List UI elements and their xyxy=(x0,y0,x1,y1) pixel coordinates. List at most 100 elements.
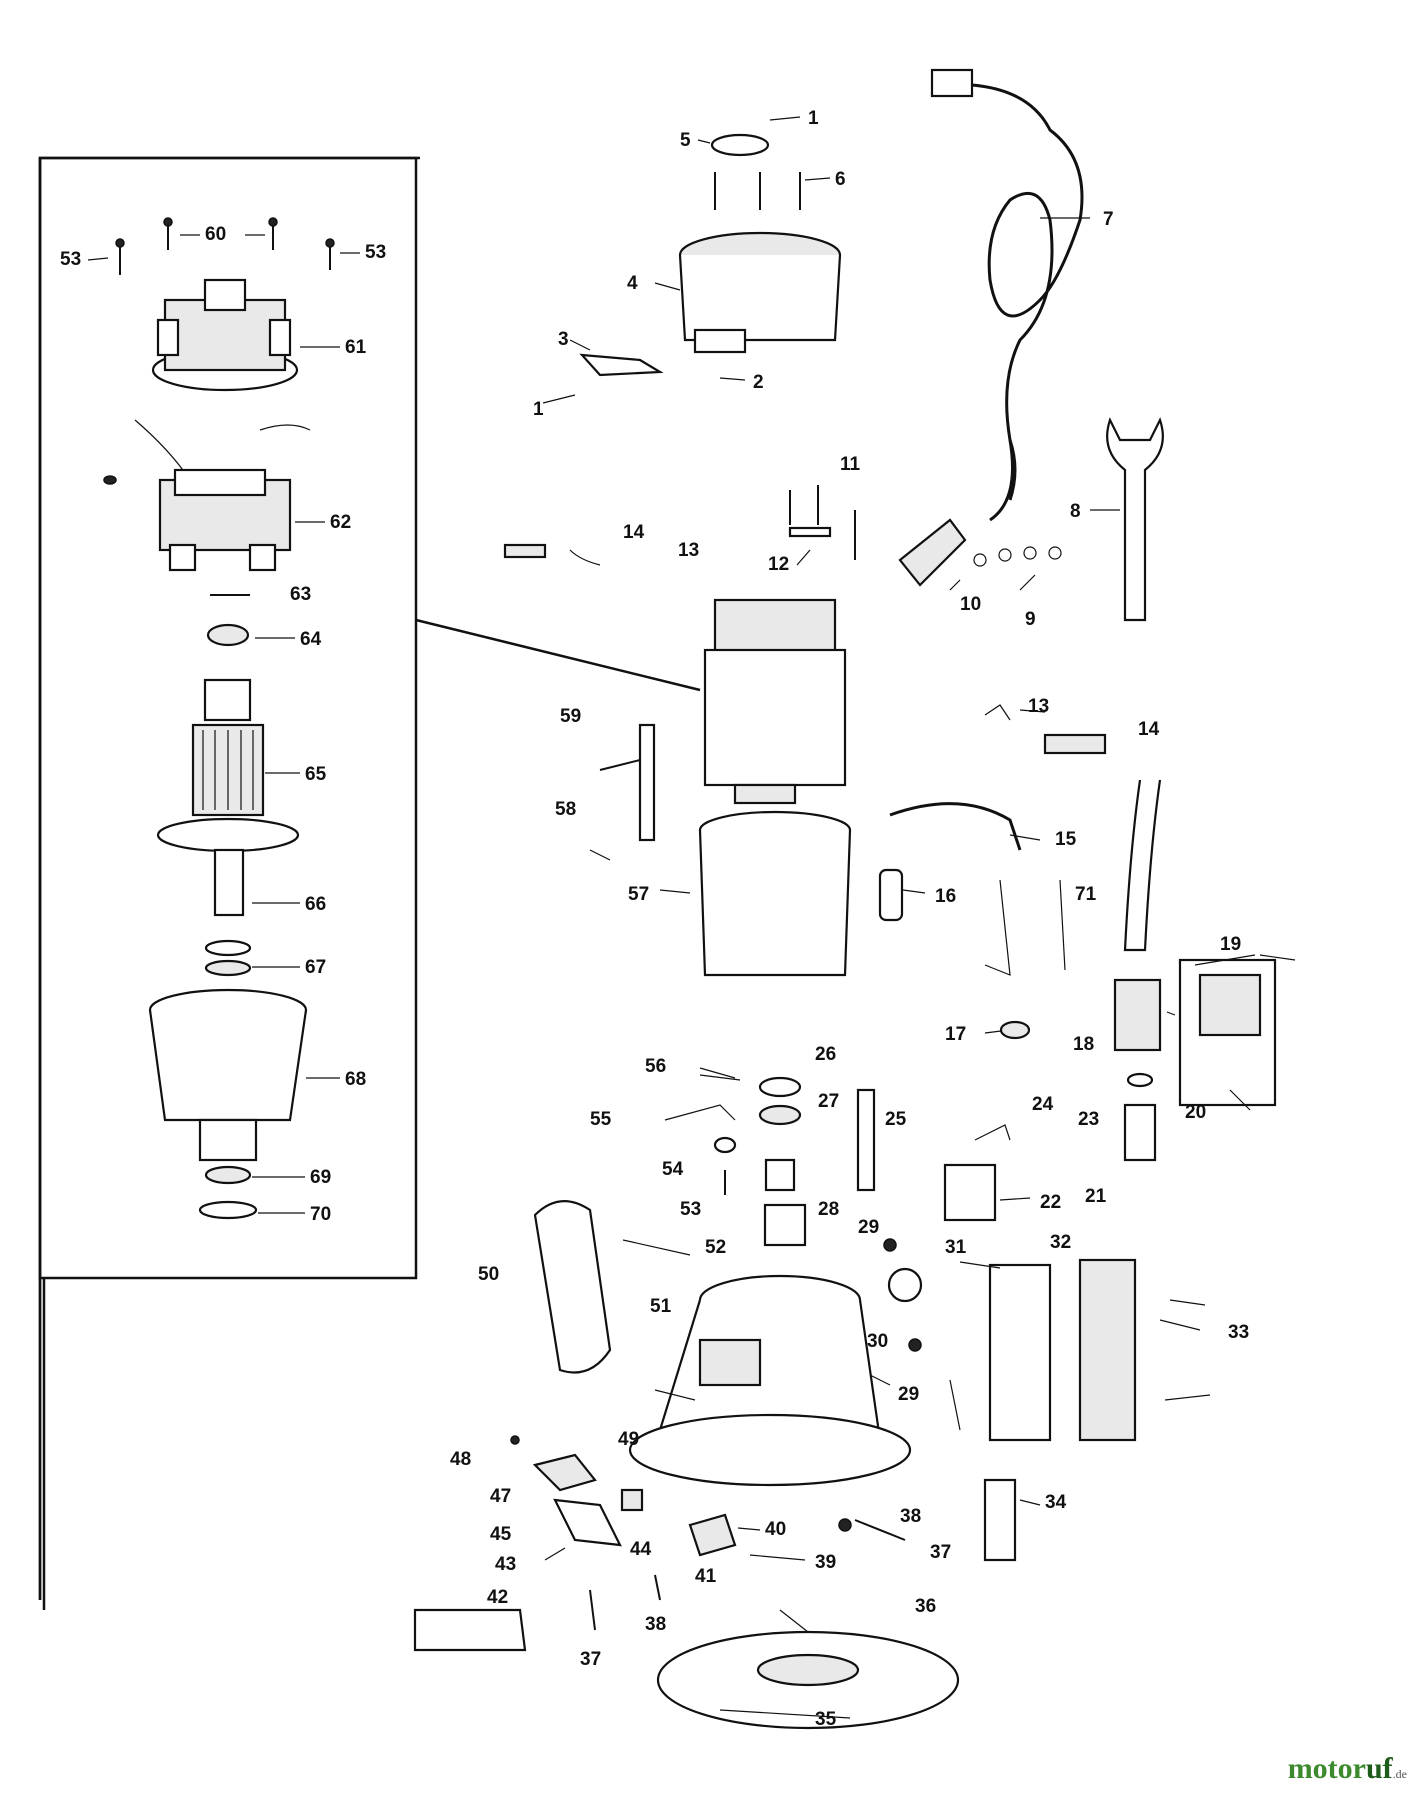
watermark-brand-b: uf xyxy=(1365,1752,1393,1785)
label-19: 19 xyxy=(1220,934,1241,955)
label-2: 2 xyxy=(753,372,764,393)
label-59: 59 xyxy=(560,706,581,727)
main-assembly xyxy=(413,68,1277,1730)
label-9: 9 xyxy=(1025,609,1036,630)
label-54: 54 xyxy=(662,1159,684,1180)
label-39: 39 xyxy=(815,1552,836,1573)
label-12: 12 xyxy=(768,554,789,575)
motor-body xyxy=(703,598,847,805)
label-13: 13 xyxy=(678,540,699,561)
leader-lines xyxy=(542,116,1296,1633)
label-16: 16 xyxy=(935,886,956,907)
label-11: 11 xyxy=(840,454,861,475)
screw-icon xyxy=(115,217,335,275)
spring-icon xyxy=(973,546,1062,567)
label-66: 66 xyxy=(305,894,326,915)
bearing-icon xyxy=(204,1165,252,1185)
label-4: 4 xyxy=(627,273,638,294)
label-33: 33 xyxy=(1228,1322,1249,1343)
label-50: 50 xyxy=(478,1264,499,1285)
label-70: 70 xyxy=(310,1204,331,1225)
label-62: 62 xyxy=(330,512,351,533)
label-53: 53 xyxy=(680,1199,701,1220)
label-42: 42 xyxy=(487,1587,508,1608)
label-61: 61 xyxy=(345,337,367,358)
label-60: 60 xyxy=(205,224,226,245)
label-51: 51 xyxy=(650,1296,672,1317)
label-32: 32 xyxy=(1050,1232,1071,1253)
label-55: 55 xyxy=(590,1109,612,1130)
label-27: 27 xyxy=(818,1091,839,1112)
label-37: 37 xyxy=(930,1542,951,1563)
label-26: 26 xyxy=(815,1044,836,1065)
label-31: 31 xyxy=(945,1237,967,1258)
label-30: 30 xyxy=(867,1331,888,1352)
label-1: 1 xyxy=(808,108,819,129)
motor-clamp xyxy=(988,1258,1137,1442)
label-41: 41 xyxy=(695,1566,717,1587)
label-22: 22 xyxy=(1040,1192,1061,1213)
watermark-tld: .de xyxy=(1392,1767,1407,1781)
washer-icon xyxy=(204,959,252,977)
label-25: 25 xyxy=(885,1109,907,1130)
label-69: 69 xyxy=(310,1167,331,1188)
label-3: 3 xyxy=(558,329,569,350)
label-65: 65 xyxy=(305,764,327,785)
label-29b: 29 xyxy=(898,1384,919,1405)
bearing-icon xyxy=(206,623,250,647)
label-29: 29 xyxy=(858,1217,879,1238)
label-1b: 1 xyxy=(533,399,544,420)
label-40: 40 xyxy=(765,1519,786,1540)
label-58: 58 xyxy=(555,799,576,820)
label-6: 6 xyxy=(835,169,846,190)
label-56: 56 xyxy=(645,1056,666,1077)
label-52: 52 xyxy=(705,1237,726,1258)
label-5: 5 xyxy=(680,130,691,151)
motor-sleeve xyxy=(698,810,852,977)
label-63: 63 xyxy=(290,584,311,605)
label-21: 21 xyxy=(1085,1186,1107,1207)
label-53-left: 53 xyxy=(60,249,81,270)
label-37b: 37 xyxy=(580,1649,601,1670)
watermark-logo: motoruf.de xyxy=(1288,1752,1407,1786)
field-coil xyxy=(103,419,311,572)
label-67: 67 xyxy=(305,957,326,978)
label-49: 49 xyxy=(618,1429,639,1450)
label-53-right: 53 xyxy=(365,242,386,263)
label-15: 15 xyxy=(1055,829,1077,850)
label-57: 57 xyxy=(628,884,649,905)
label-14: 14 xyxy=(623,522,645,543)
handle-plate xyxy=(1178,958,1277,1107)
motor-inset xyxy=(38,156,701,1610)
label-13b: 13 xyxy=(1028,696,1049,717)
label-10: 10 xyxy=(960,594,981,615)
washer-icon xyxy=(204,939,252,957)
sub-base-plate xyxy=(656,1630,960,1730)
watermark-brand-a: motor xyxy=(1287,1752,1366,1785)
motor-housing xyxy=(148,988,308,1162)
armature xyxy=(156,678,300,917)
label-38b: 38 xyxy=(645,1614,666,1635)
callout-labels: 1 5 6 7 4 3 2 1 8 11 14 13 12 10 9 13 14… xyxy=(60,108,1249,1730)
label-14b: 14 xyxy=(1138,719,1160,740)
label-28: 28 xyxy=(818,1199,839,1220)
label-20: 20 xyxy=(1185,1102,1206,1123)
label-7: 7 xyxy=(1103,209,1114,230)
wrench-icon xyxy=(1106,417,1164,622)
label-35: 35 xyxy=(815,1709,837,1730)
inset-leaders xyxy=(87,234,360,1214)
label-36: 36 xyxy=(915,1596,936,1617)
label-34: 34 xyxy=(1045,1492,1067,1513)
label-47: 47 xyxy=(490,1486,511,1507)
retaining-ring-icon xyxy=(198,1200,258,1220)
label-43: 43 xyxy=(495,1554,516,1575)
label-23: 23 xyxy=(1078,1109,1099,1130)
power-cord xyxy=(930,68,1084,522)
label-38: 38 xyxy=(900,1506,921,1527)
label-48: 48 xyxy=(450,1449,471,1470)
label-18: 18 xyxy=(1073,1034,1094,1055)
label-68: 68 xyxy=(345,1069,366,1090)
label-64: 64 xyxy=(300,629,322,650)
brush-holder-cap xyxy=(151,278,299,392)
